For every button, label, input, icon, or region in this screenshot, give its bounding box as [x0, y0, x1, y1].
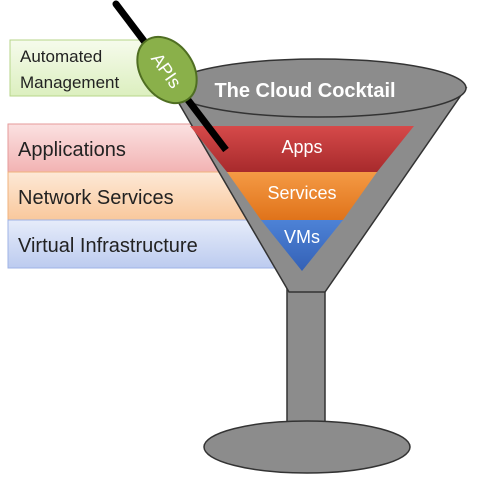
- services-layer-label: Services: [267, 183, 336, 203]
- management-label-line2: Management: [20, 73, 120, 92]
- glass-stem: [286, 287, 326, 441]
- olive-shape: [136, 35, 198, 105]
- cocktail-title: The Cloud Cocktail: [214, 80, 395, 102]
- pick-top: [112, 0, 151, 49]
- applications-label: Applications: [18, 139, 126, 161]
- pick-bottom: [185, 97, 229, 153]
- layer-apps: Apps: [190, 126, 414, 172]
- network-services-label: Network Services: [18, 187, 174, 209]
- side-label-infrastructure: Virtual Infrastructure: [7, 219, 294, 269]
- olive: APIs: [136, 35, 198, 105]
- apps-layer-label: Apps: [281, 137, 322, 157]
- layer-vms: VMs: [261, 220, 343, 271]
- glass-base: [203, 420, 411, 474]
- virtual-infrastructure-label: Virtual Infrastructure: [18, 235, 198, 257]
- side-label-management: Automated Management: [9, 39, 161, 97]
- management-label-line1: Automated: [20, 47, 102, 66]
- vms-layer-label: VMs: [284, 227, 320, 247]
- cocktail-pick: [112, 0, 229, 153]
- side-label-network: Network Services: [7, 171, 264, 221]
- layer-services: Services: [227, 172, 377, 220]
